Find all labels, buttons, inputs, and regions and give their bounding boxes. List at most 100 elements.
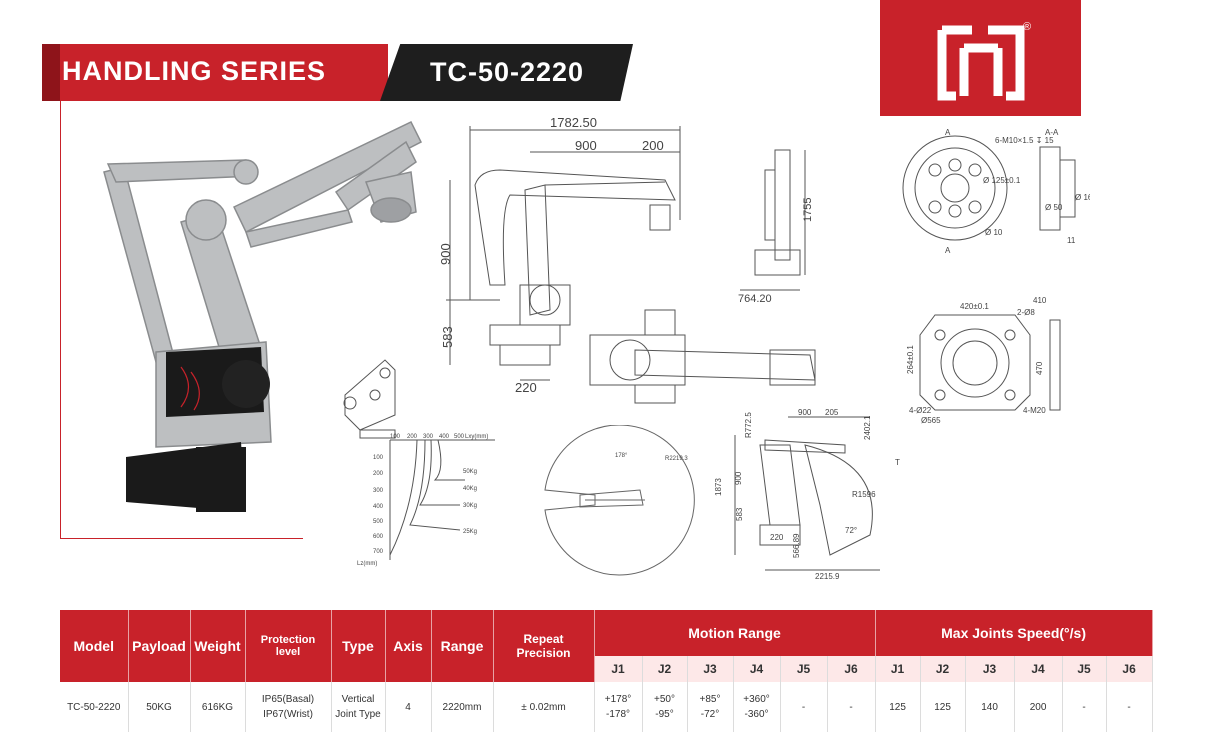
load-curve-50: 50Kg	[463, 469, 477, 475]
dim-900-h: 900	[575, 138, 597, 153]
protection-basal: IP65(Basal)	[261, 694, 315, 705]
cell-precision: ± 0.02mm	[493, 682, 595, 732]
dim-200: 200	[642, 138, 664, 153]
type-line-2: Joint Type	[335, 709, 381, 720]
j1-min: -178°	[605, 709, 630, 720]
flange-dim-10: Ø 10	[985, 228, 1003, 237]
base-dim-4x22: 4-Ø22	[909, 406, 932, 415]
load-chart-drawing: 100 200 300 400 500 Lxy(mm) 100 200 300 …	[343, 359, 495, 567]
j3-max: +85°	[699, 694, 721, 705]
cell-model: TC-50-2220	[60, 682, 129, 732]
workspace-drawing: 900 205 2402.1 1873 900 583 220 566.89 2…	[714, 408, 900, 580]
base-view-drawing: 420±0.1 410 2-Ø8 4-M20 4-Ø22 Ø565 264±0.…	[906, 296, 1061, 425]
model-banner: TC-50-2220	[380, 44, 633, 101]
header-range: Range	[431, 610, 494, 682]
speed-j2: J2	[920, 656, 966, 682]
brand-logo-icon: ®	[937, 21, 1031, 101]
header-type: Type	[331, 610, 386, 682]
ws-dim-small: R772.5	[744, 412, 753, 438]
load-curve-30: 30Kg	[463, 503, 477, 509]
cell-type: Vertical Joint Type	[331, 682, 386, 732]
header-protection: Protection level	[245, 610, 332, 682]
load-x-tick-1: 100	[390, 434, 401, 440]
dim-1782: 1782.50	[550, 115, 597, 130]
dim-900-v: 900	[438, 243, 453, 265]
series-banner: HANDLING SERIES	[42, 44, 388, 101]
ws-dim-2402: 2402.1	[863, 415, 872, 440]
flange-label-aa: A-A	[1045, 128, 1059, 137]
cell-weight: 616KG	[190, 682, 246, 732]
header-precision: Repeat Precision	[493, 610, 595, 682]
load-curve-25: 25Kg	[463, 529, 477, 535]
cell-motion-j1: +178° -178°	[594, 682, 643, 732]
speed-j6: J6	[1106, 656, 1153, 682]
base-dim-4m20: 4-M20	[1023, 406, 1046, 415]
cell-payload: 50KG	[128, 682, 191, 732]
dim-764: 764.20	[738, 293, 772, 305]
photo-frame	[60, 101, 303, 539]
ws-dim-2215: 2215.9	[815, 572, 840, 580]
ws-angle: 72°	[845, 526, 857, 535]
speed-j4: J4	[1014, 656, 1063, 682]
cell-speed-j2: 125	[920, 682, 966, 732]
ws-dim-566: 566.89	[792, 533, 801, 558]
dim-583: 583	[440, 326, 455, 348]
ws-radius: R1596	[852, 490, 876, 499]
range-top-radius: R2219.3	[665, 456, 688, 462]
j4-max: +360°	[743, 694, 770, 705]
flange-bolt-note: 6-M10×1.5 ↧ 15	[995, 136, 1054, 145]
load-x-axis-label: Lz(mm)	[357, 561, 377, 567]
dim-220: 220	[515, 380, 537, 395]
base-dim-264: 264±0.1	[906, 345, 915, 374]
base-dim-410: 410	[1033, 296, 1047, 305]
flange-label-a1: A	[945, 128, 951, 137]
ws-dim-583: 583	[735, 507, 744, 521]
cell-motion-j6: -	[827, 682, 876, 732]
load-y-tick-1: 100	[373, 455, 384, 461]
front-view-drawing: 1755 764.20	[738, 149, 814, 305]
header-weight: Weight	[190, 610, 246, 682]
robot-photo	[103, 121, 423, 512]
range-top-angle: 178°	[615, 453, 628, 459]
cell-motion-j5: -	[780, 682, 828, 732]
load-y-tick-2: 200	[373, 471, 384, 477]
j2-max: +50°	[654, 694, 675, 705]
load-curve-40: 40Kg	[463, 486, 477, 492]
base-dim-470: 470	[1035, 361, 1044, 375]
cell-speed-j5: -	[1062, 682, 1107, 732]
base-dim-565: Ø565	[921, 416, 941, 425]
flange-view-drawing: A A A-A 6-M10×1.5 ↧ 15 Ø 125±0.1 Ø 160 Ø…	[902, 128, 1090, 255]
load-y-tick-3: 300	[373, 488, 384, 494]
table-row: TC-50-2220 50KG 616KG IP65(Basal) IP67(W…	[60, 682, 1153, 732]
header-axis: Axis	[385, 610, 432, 682]
load-y-axis-label: Lxy(mm)	[465, 434, 488, 440]
dim-1755: 1755	[802, 198, 814, 222]
header-model: Model	[60, 610, 129, 682]
j4-min: -360°	[744, 709, 769, 720]
load-x-tick-4: 400	[439, 434, 450, 440]
speed-j5: J5	[1062, 656, 1107, 682]
j1-max: +178°	[604, 694, 632, 705]
cell-motion-j2: +50° -95°	[642, 682, 688, 732]
registered-mark: ®	[1023, 21, 1031, 33]
header-max-speed: Max Joints Speed(°/s)	[875, 610, 1153, 656]
load-x-tick-2: 200	[407, 434, 418, 440]
top-view-drawing	[589, 309, 816, 404]
load-y-tick-5: 500	[373, 519, 384, 525]
cell-protection: IP65(Basal) IP67(Wrist)	[245, 682, 332, 732]
load-y-tick-4: 400	[373, 504, 384, 510]
cell-speed-j6: -	[1106, 682, 1153, 732]
speed-j3: J3	[965, 656, 1015, 682]
protection-wrist: IP67(Wrist)	[263, 709, 313, 720]
header-payload: Payload	[128, 610, 191, 682]
j2-min: -95°	[655, 709, 674, 720]
spec-table: Model Payload Weight Protection level Ty…	[60, 610, 1153, 732]
motion-j3: J3	[687, 656, 734, 682]
cell-range: 2220mm	[431, 682, 494, 732]
ws-dim-900: 900	[798, 408, 812, 417]
flange-dim-125: Ø 125±0.1	[983, 176, 1021, 185]
speed-j1: J1	[875, 656, 921, 682]
cell-motion-j4: +360° -360°	[733, 682, 781, 732]
j3-min: -72°	[700, 709, 720, 720]
base-dim-420: 420±0.1	[960, 302, 989, 311]
